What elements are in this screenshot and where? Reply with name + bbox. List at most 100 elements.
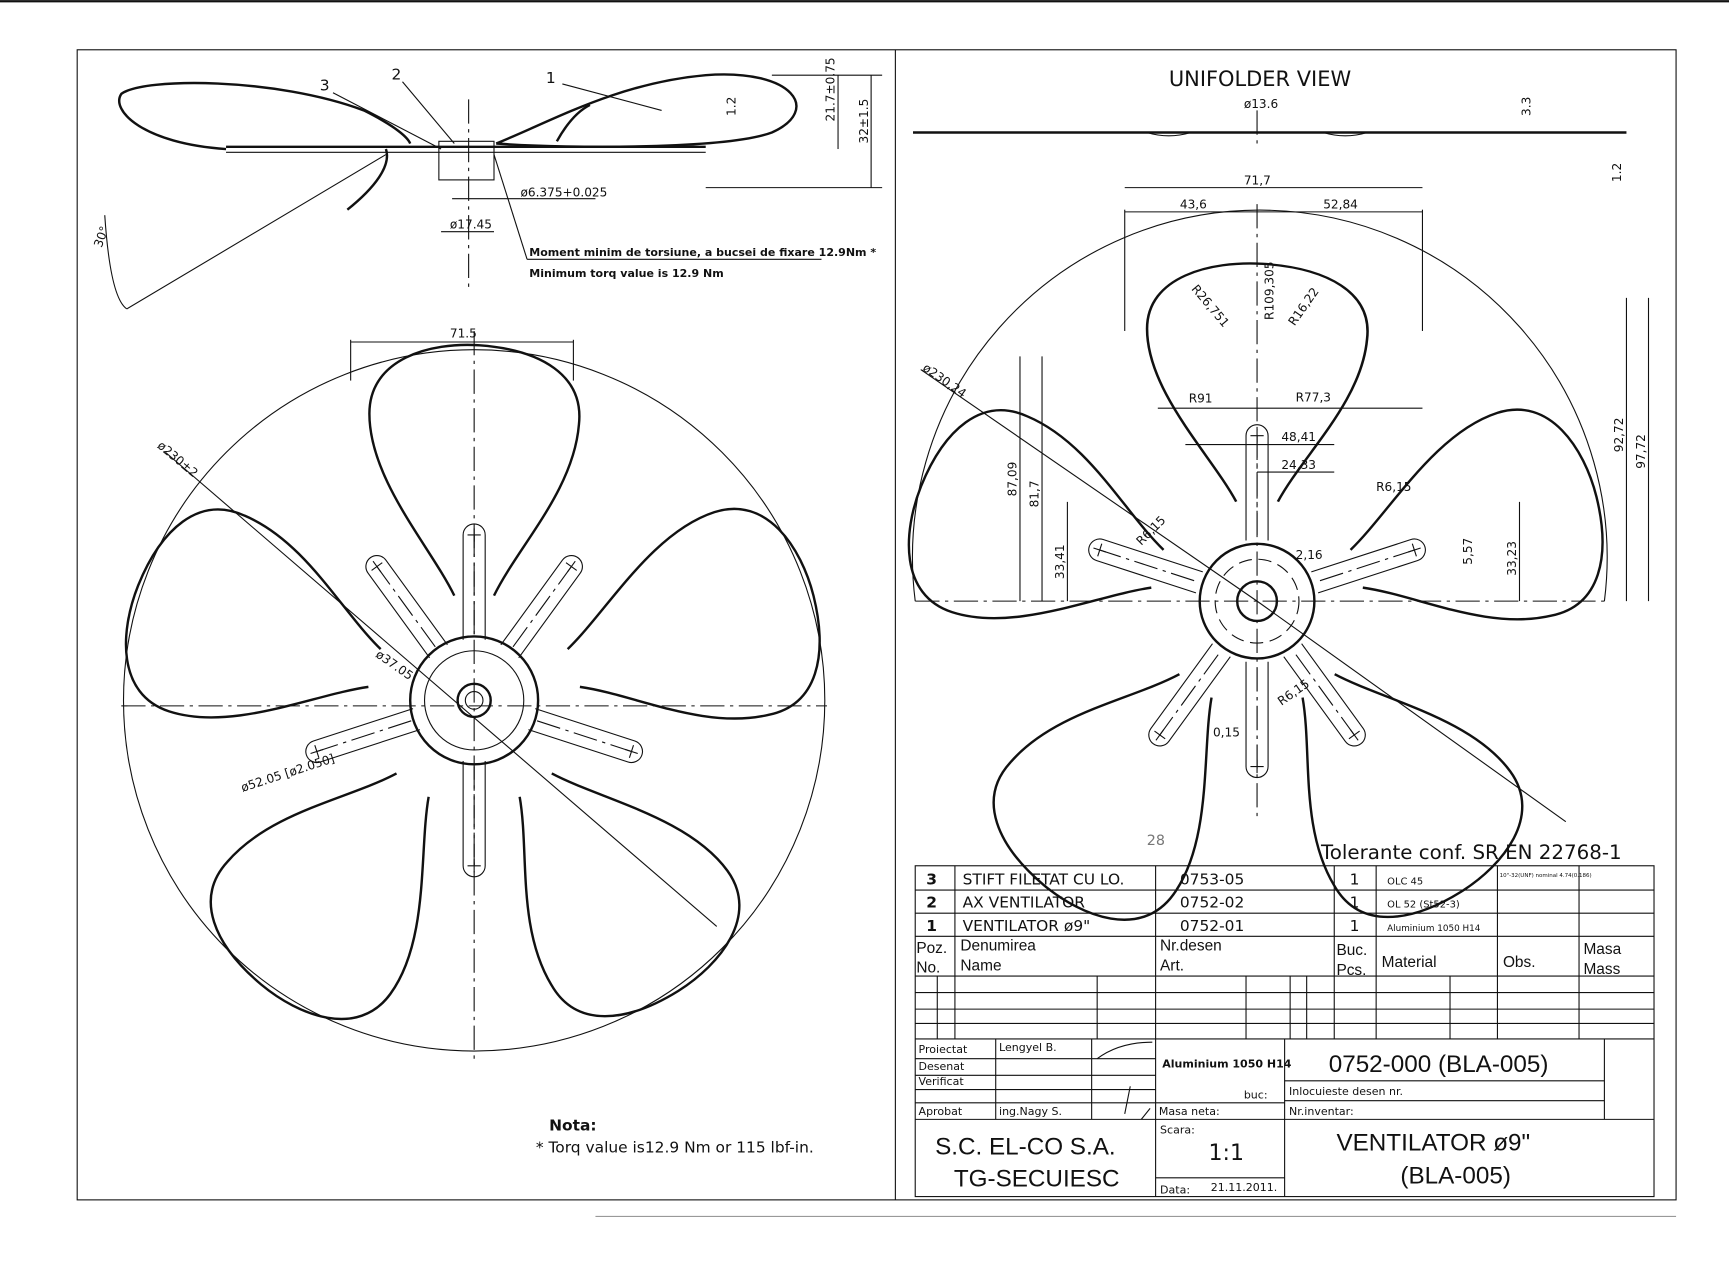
- parts-header-material: Material: [1382, 954, 1437, 971]
- dim-unfolded-w1: 43,6: [1180, 198, 1207, 212]
- parts-rows-2-nr: 0752-01: [1180, 917, 1244, 935]
- parts-rows-2-buc: 1: [1350, 917, 1360, 935]
- dim-v1: 87,09: [1006, 462, 1020, 497]
- side-view: 3 2 1 21.7±0.75 32±1.5 1.2 ø6.375+0.025 …: [91, 57, 883, 310]
- dim-v6: 97,72: [1634, 434, 1648, 469]
- parts-rows-0-poz: 3: [926, 871, 937, 889]
- table-row: 3 STIFT FILETAT CU LO. 0753-05 1 OLC 45 10"-3…: [926, 871, 1591, 889]
- parts-rows: 3 STIFT FILETAT CU LO. 0753-05 1 OLC 45 10"-3…: [916, 871, 1621, 979]
- unfolded-view-title: UNIFOLDER VIEW: [1169, 67, 1352, 91]
- dim-v5: 92,72: [1612, 418, 1626, 453]
- dim-s3: 0,15: [1213, 726, 1240, 740]
- parts-header-buc: Buc.: [1336, 942, 1367, 959]
- parts-rows-1-poz: 2: [926, 894, 937, 912]
- dim-v4: 33,23: [1505, 541, 1519, 576]
- front-view-left: 71.5 ø230±2 ø37.05 ø52.05 [ø2.050]: [102, 327, 846, 1059]
- parts-rows-1-material: OL 52 (St52-3): [1387, 900, 1460, 911]
- dim-r2: R109,305: [1263, 261, 1277, 320]
- dim-ring-diameter: ø52.05 [ø2.050]: [239, 751, 336, 794]
- title-block-data-label: Data:: [1160, 1183, 1190, 1196]
- parts-header-art: Art.: [1160, 958, 1184, 975]
- parts-rows-0-obs: 10"-32(UNF) nominal 4.74(0.186): [1500, 873, 1592, 879]
- company-name: S.C. EL-CO S.A.: [935, 1134, 1116, 1161]
- title-block-proiectat: Proiectat: [919, 1043, 968, 1056]
- parts-list: [914, 865, 1655, 1198]
- table-row: 1 VENTILATOR ø9" 0752-01 1 Aluminium 1050 H1…: [926, 917, 1480, 935]
- parts-header-den: Denumirea: [960, 938, 1036, 955]
- tolerance-note: Tolerante conf. SR EN 22768-1: [1320, 841, 1622, 864]
- nota-title: Nota:: [549, 1116, 596, 1134]
- dim-w4: 24,33: [1281, 458, 1316, 472]
- dim-unfolded-t: 1.2: [1610, 163, 1624, 182]
- drawing-title: VENTILATOR ø9": [1336, 1129, 1530, 1156]
- parts-rows-0-buc: 1: [1350, 871, 1360, 889]
- dim-unfolded-hub: ø13.6: [1244, 97, 1278, 111]
- dim-unfolded-w2: 52,84: [1323, 198, 1358, 212]
- parts-rows-2-name: VENTILATOR ø9": [963, 917, 1091, 935]
- drawing-number: 0752-000 (BLA-005): [1329, 1051, 1549, 1078]
- dim-outer-diameter: ø230±2: [155, 438, 201, 480]
- title-block-verificat: Verificat: [919, 1075, 965, 1088]
- dim-r1: R26,751: [1189, 282, 1232, 330]
- callout-3: 3: [320, 77, 330, 95]
- title-block-masa: Masa neta:: [1159, 1105, 1220, 1118]
- dim-r5: R77,3: [1296, 391, 1331, 405]
- dim-r4: R91: [1189, 392, 1213, 406]
- dim-r6a: R6,15: [1376, 480, 1411, 494]
- dim-r6b: R6,15: [1133, 513, 1168, 548]
- dim-thickness: 1.2: [724, 97, 738, 116]
- title-block-scale: 1:1: [1209, 1141, 1244, 1166]
- dim-w3: 48,41: [1281, 430, 1316, 444]
- parts-rows-1-buc: 1: [1350, 894, 1360, 912]
- title-block-desenat: Desenat: [919, 1060, 966, 1073]
- parts-header-pcs: Pcs.: [1336, 962, 1366, 979]
- unfolded-view: UNIFOLDER VIEW ø13.6 3.3 1.2 71,7 43,6 5…: [885, 67, 1650, 952]
- parts-rows-1-name: AX VENTILATOR: [963, 894, 1086, 912]
- torque-note-en: Minimum torq value is 12.9 Nm: [529, 267, 723, 280]
- torque-note-ro: Moment minim de torsiune, a bucsei de fi…: [529, 246, 876, 259]
- title-block-inlocuieste: Inlocuieste desen nr.: [1289, 1085, 1403, 1098]
- callout-2: 2: [391, 66, 401, 84]
- parts-header-obs: Obs.: [1503, 954, 1536, 971]
- parts-rows-0-name: STIFT FILETAT CU LO.: [963, 871, 1125, 889]
- title-block-scara: Scara:: [1160, 1124, 1195, 1137]
- parts-rows-0-material: OLC 45: [1387, 877, 1423, 888]
- title-block-title2: (BLA-005): [1400, 1162, 1511, 1189]
- dim-unfolded-w: 71,7: [1244, 173, 1271, 187]
- dim-inner-diameter: ø37.05: [373, 647, 415, 683]
- parts-header-no: No.: [916, 960, 940, 977]
- parts-header-poz: Poz.: [916, 940, 947, 957]
- title-block-aprobat: Aprobat: [919, 1105, 963, 1118]
- dim-r3: R16,22: [1286, 285, 1322, 328]
- title-block-date: 21.11.2011.: [1211, 1181, 1278, 1194]
- dim-height: 21.7±0.75: [824, 57, 838, 121]
- dim-r6c: R6,15: [1275, 677, 1312, 709]
- parts-rows-2-poz: 1: [926, 917, 937, 935]
- dim-v2: 81,7: [1028, 480, 1042, 507]
- parts-header-masa: Masa: [1583, 941, 1621, 958]
- callout-1: 1: [546, 69, 556, 87]
- parts-rows-2-material: Aluminium 1050 H14: [1387, 924, 1481, 934]
- dim-s1: 2,16: [1296, 548, 1323, 562]
- dim-blade-width: 71.5: [450, 327, 477, 341]
- dim-hub: ø17.45: [450, 217, 492, 231]
- title-block-material: Aluminium 1050 H14: [1162, 1058, 1292, 1071]
- parts-header-mass: Mass: [1583, 961, 1620, 978]
- nota-text: * Torq value is12.9 Nm or 115 lbf-in.: [536, 1138, 814, 1156]
- title-block-inventar: Nr.inventar:: [1289, 1105, 1354, 1118]
- dim-bore: ø6.375+0.025: [520, 185, 607, 199]
- title-block-proiectat-name: Lengyel B.: [999, 1041, 1057, 1054]
- dim-total-height: 32±1.5: [857, 99, 871, 144]
- parts-header-name: Name: [960, 958, 1001, 975]
- title-block-company2: TG-SECUIESC: [954, 1166, 1120, 1193]
- dim-unfolded-h: 3.3: [1520, 97, 1534, 116]
- dim-unfolded-outer: ø230,24: [920, 361, 969, 401]
- parts-header-nr: Nr.desen: [1160, 938, 1222, 955]
- dim-s2: 5,57: [1461, 538, 1475, 565]
- title-block-aprobat-name: ing.Nagy S.: [999, 1105, 1062, 1118]
- parts-rows-0-nr: 0753-05: [1180, 871, 1244, 889]
